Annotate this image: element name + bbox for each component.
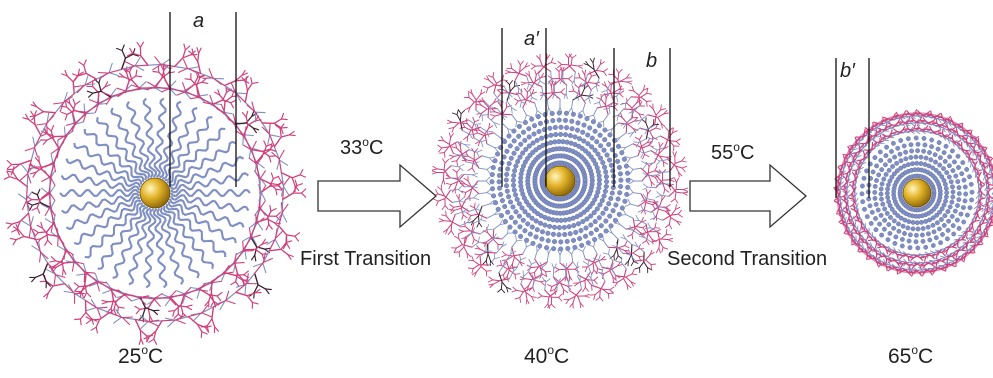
label-b: b: [646, 50, 658, 72]
dimension-lines: [169, 12, 870, 198]
micelle-25c-chains: [59, 97, 251, 289]
micelle-40c: [431, 53, 689, 309]
micelle-40c-shell: [431, 53, 689, 309]
micelle-25c: [3, 41, 307, 345]
first-transition-temperature: 33oC: [340, 135, 384, 159]
micelle-65c-core: [902, 178, 932, 208]
state-temperature-25c: 25oC: [118, 343, 164, 368]
micelle-40c-core: [544, 165, 576, 197]
second-transition-temperature: 55oC: [711, 140, 755, 164]
second-transition-label: Second Transition: [667, 248, 828, 270]
micelle-25c-core: [139, 177, 171, 209]
micelle-65c: [833, 109, 993, 277]
micelle-40c-chains: [489, 110, 631, 252]
first-transition-arrow: [317, 163, 437, 229]
micelle-65c-chains: [859, 135, 975, 251]
first-transition-label: First Transition: [300, 248, 432, 270]
label-a: a: [193, 10, 205, 32]
label-b-prime: b′: [840, 60, 855, 82]
state-temperature-40c: 40oC: [524, 343, 570, 368]
label-a-prime: a′: [524, 28, 539, 50]
micelle-25c-shell: [3, 41, 307, 345]
state-temperature-65c: 65oC: [888, 343, 934, 368]
second-transition-arrow: [689, 163, 807, 229]
micelle-65c-shell: [833, 109, 993, 277]
